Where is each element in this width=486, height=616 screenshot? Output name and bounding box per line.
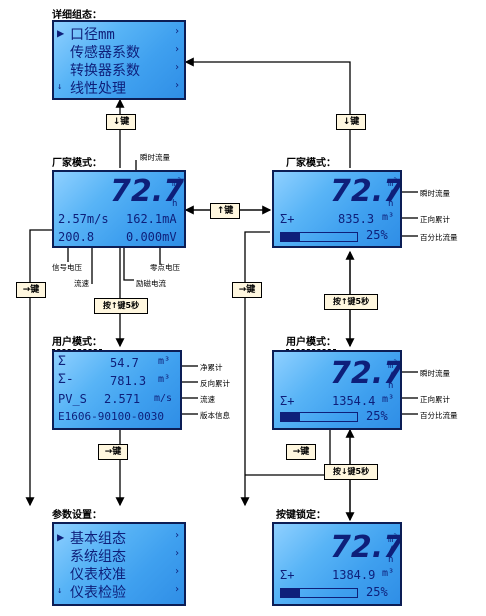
section-title-user-left: 用户模式： xyxy=(52,337,102,350)
scroll-down-icon: ↓ xyxy=(57,586,63,596)
chevron-right-icon: › xyxy=(174,62,181,73)
lcd-key-lock: 72.7 m3/h Σ+ 1384.9 m³ 25% xyxy=(272,522,402,606)
instant-flow-value: 72.7 xyxy=(330,530,402,565)
callout-instant-flow-user: 瞬时流量 xyxy=(420,369,450,378)
velocity-value: 2.571 xyxy=(104,392,141,406)
chevron-right-icon: › xyxy=(174,548,181,559)
callout-zero-voltage: 零点电压 xyxy=(150,263,180,272)
chevron-right-icon: › xyxy=(174,80,181,91)
section-title-factory-left: 厂家模式： xyxy=(52,158,102,171)
chevron-right-icon: › xyxy=(174,44,181,55)
key-down-right: ↓键 xyxy=(336,114,366,130)
detail-item-3: 线性处理 xyxy=(70,81,126,97)
net-total-unit: m³ xyxy=(158,356,171,367)
menu-cursor: ▶ xyxy=(57,26,65,40)
percent-flow-bar xyxy=(280,232,358,242)
key-up-center: ↑键 xyxy=(210,203,240,219)
params-item-3: 仪表检验 xyxy=(70,585,126,601)
callout-instant-flow-left: 瞬时流量 xyxy=(140,153,170,162)
flow-unit: m3/h xyxy=(388,533,398,565)
instant-flow-value: 72.7 xyxy=(330,174,402,209)
section-title-factory-right: 厂家模式： xyxy=(286,158,336,171)
lcd-factory-left: 72.7 m3/h 2.57m/s 162.1mA 200.8 0.000mV xyxy=(52,170,186,248)
row-symbol: PV_S xyxy=(58,392,87,406)
callout-version: 版本信息 xyxy=(200,411,230,420)
zero-voltage-value: 0.000mV xyxy=(126,230,177,244)
key-right-mid: →键 xyxy=(232,282,262,298)
version-info-value: E1606-90100-0030 xyxy=(58,410,164,423)
lcd-factory-right: 72.7 m3/h Σ+ 835.3 m³ 25% xyxy=(272,170,402,248)
key-hold-up-5s-right: 按↑键5秒 xyxy=(324,294,378,310)
scroll-down-icon: ↓ xyxy=(57,82,63,92)
callout-percent-flow-right: 百分比流量 xyxy=(420,233,458,242)
section-title-detail: 详细组态： xyxy=(52,10,102,23)
params-item-1: 系统组态 xyxy=(70,549,126,565)
detail-item-2: 转换器系数 xyxy=(70,63,140,79)
lcd-detail-config: ▶ 口径mm 传感器系数 转换器系数 线性处理 ↓ › › › › xyxy=(52,20,186,100)
chevron-right-icon: › xyxy=(174,530,181,541)
key-down-detail: ↓键 xyxy=(106,114,136,130)
sum-symbol: Σ+ xyxy=(280,394,295,408)
excitation-current-value: 162.1mA xyxy=(126,212,177,226)
callout-velocity: 流速 xyxy=(200,395,215,404)
sum-symbol: Σ+ xyxy=(280,568,295,582)
forward-total-value: 835.3 xyxy=(338,212,375,226)
reverse-total-value: 781.3 xyxy=(110,374,147,388)
lcd-user-left: Σ 54.7 m³ Σ- 781.3 m³ PV_S 2.571 m/s E16… xyxy=(52,350,182,430)
chevron-right-icon: › xyxy=(174,566,181,577)
lcd-user-right: 72.7 m3/h Σ+ 1354.4 m³ 25% xyxy=(272,350,402,430)
row-symbol: Σ- xyxy=(58,372,74,387)
sum-symbol: Σ+ xyxy=(280,212,295,226)
callout-reverse-total: 反向累计 xyxy=(200,379,230,388)
flow-unit: m3/h xyxy=(388,359,398,391)
callout-flow-velocity: 流速 xyxy=(74,279,89,288)
net-total-value: 54.7 xyxy=(110,356,139,370)
instant-flow-value: 72.7 xyxy=(330,356,402,391)
chevron-right-icon: › xyxy=(174,26,181,37)
key-right-user-left: →键 xyxy=(98,444,128,460)
forward-total-value: 1354.4 xyxy=(332,394,376,408)
callout-forward-total-user: 正向累计 xyxy=(420,395,450,404)
detail-item-0: 口径mm xyxy=(70,27,115,43)
forward-total-unit: m³ xyxy=(382,568,395,579)
section-title-params: 参数设置： xyxy=(52,510,102,523)
key-right-left: →键 xyxy=(16,282,46,298)
key-hold-up-5s: 按↑键5秒 xyxy=(94,298,148,314)
callout-net-total: 净累计 xyxy=(200,363,223,372)
percent-flow-value: 25% xyxy=(366,228,388,242)
callout-excitation-current: 励磁电流 xyxy=(136,279,166,288)
section-title-user-right: 用户模式： xyxy=(286,337,336,350)
key-right-user-right: →键 xyxy=(286,444,316,460)
percent-flow-value: 25% xyxy=(366,409,388,423)
signal-voltage-value: 200.8 xyxy=(58,230,95,244)
callout-instant-flow-right: 瞬时流量 xyxy=(420,189,450,198)
callout-forward-total-right: 正向累计 xyxy=(420,215,450,224)
velocity-value: 2.57m/s xyxy=(58,212,109,226)
flow-unit: m3/h xyxy=(172,177,182,209)
row-symbol: Σ xyxy=(58,354,66,369)
chevron-right-icon: › xyxy=(174,584,181,595)
detail-item-1: 传感器系数 xyxy=(70,45,140,61)
callout-signal-voltage: 信号电压 xyxy=(52,263,82,272)
velocity-unit: m/s xyxy=(154,393,173,404)
callout-percent-flow-user: 百分比流量 xyxy=(420,411,458,420)
lcd-params: ▶ 基本组态 系统组态 仪表校准 仪表检验 ↓ › › › › xyxy=(52,522,186,606)
instant-flow-value: 72.7 xyxy=(110,174,185,209)
percent-flow-bar xyxy=(280,412,358,422)
params-item-2: 仪表校准 xyxy=(70,567,126,583)
forward-total-unit: m³ xyxy=(382,394,395,405)
flow-unit: m3/h xyxy=(388,177,398,209)
section-title-lock: 按键锁定： xyxy=(276,510,326,523)
params-item-0: 基本组态 xyxy=(70,531,126,547)
percent-flow-bar xyxy=(280,588,358,598)
menu-cursor: ▶ xyxy=(57,530,65,544)
forward-total-unit: m³ xyxy=(382,212,395,223)
forward-total-value: 1384.9 xyxy=(332,568,376,582)
percent-flow-value: 25% xyxy=(366,585,388,599)
reverse-total-unit: m³ xyxy=(158,374,171,385)
key-hold-down-5s: 按↓键5秒 xyxy=(324,464,378,480)
